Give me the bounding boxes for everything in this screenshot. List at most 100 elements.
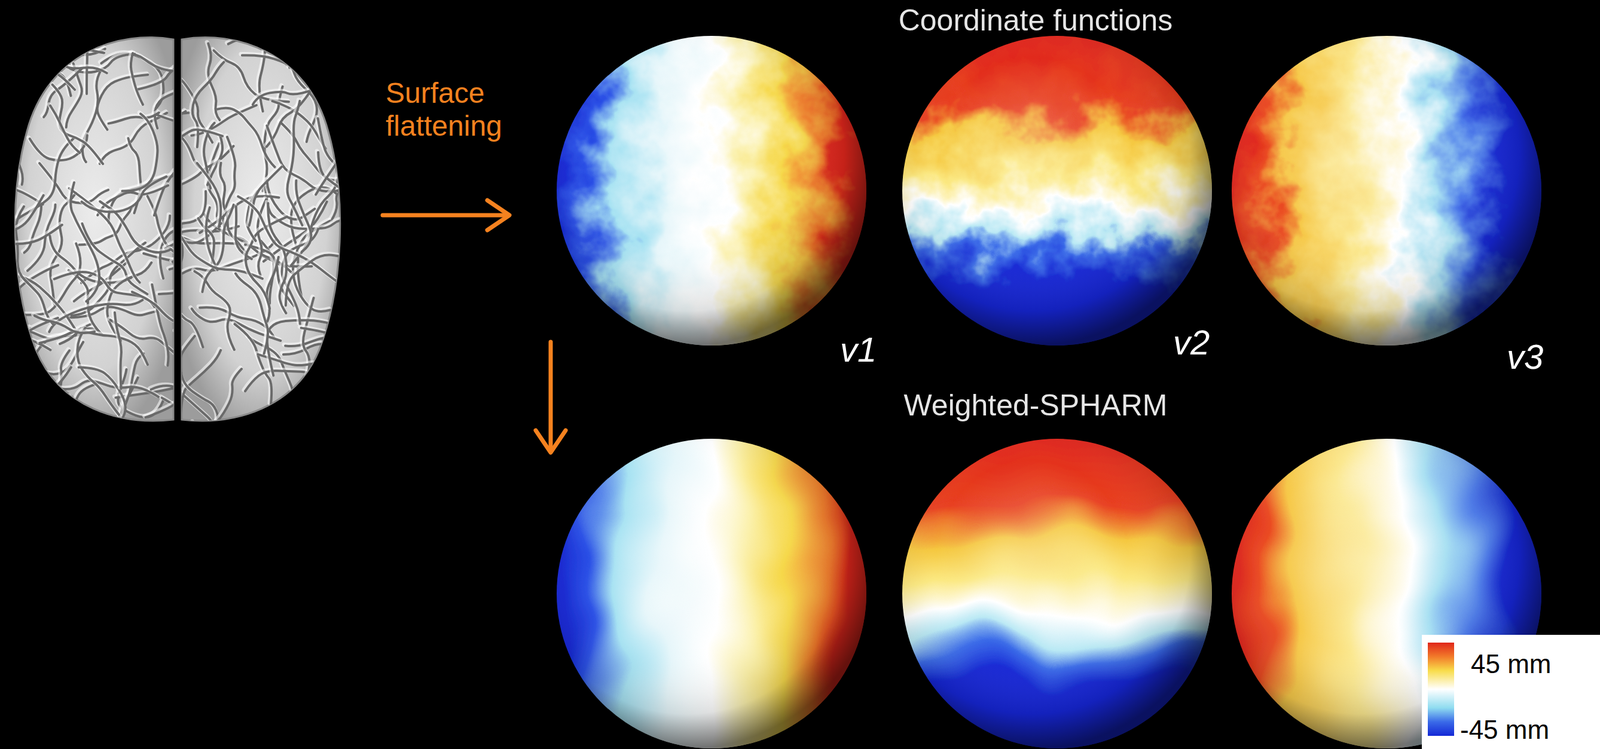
gyrus-highlight [111,110,185,126]
sulcus-line [303,297,314,381]
sulcus-line [295,180,311,252]
sulcus-line [285,255,377,306]
gyrus-highlight [142,53,188,114]
sulcus-line [283,343,378,365]
gyrus-highlight [11,367,36,467]
sulcus-line [282,228,319,325]
figure-label: v1 [840,330,877,371]
gyrus-highlight [101,234,182,301]
gyrus-highlight [329,376,422,409]
sphere-shading [1231,35,1542,346]
gyrus-highlight [53,270,154,307]
sulcus-line [26,367,72,428]
arrow-shaft [548,342,554,450]
gyrus-highlight [333,382,436,416]
figure-label: Coordinate functions [898,3,1174,39]
sulcus-line [206,207,218,270]
sulcus-line [245,370,326,392]
gyrus-highlight [302,6,369,40]
brain-surface [0,0,437,507]
gyrus-highlight [316,117,359,184]
sulcus-line [133,37,182,90]
sulcus-line [180,336,219,423]
sulcus-line [325,41,345,146]
gyrus-highlight [242,400,283,506]
gyrus-highlight [54,11,103,52]
sulcus-line [140,129,223,151]
gyrus-highlight [192,421,218,473]
sulcus-line [74,19,88,94]
sulcus-line [252,63,350,105]
sulcus-line [316,363,372,460]
sulcus-line [202,205,234,293]
figure-label: Weighted-SPHARM [904,388,1168,424]
sulcus-line [4,66,75,90]
sulcus-line [193,422,219,474]
gyrus-highlight [284,254,376,305]
sulcus-line [310,0,338,53]
gyrus-highlight [0,194,43,241]
colorbar [1427,642,1455,737]
sulcus-line [55,12,105,53]
colorbar-panel [1421,634,1600,749]
flattening-arrow [382,200,510,231]
sulcus-line [54,272,155,308]
gyrus-highlight [240,53,312,79]
gyrus-highlight [8,60,58,115]
sulcus-line [301,310,403,336]
gyrus-highlight [73,18,87,93]
gyrus-highlight [309,0,337,51]
sulcus-line [9,61,60,116]
sulci [101,0,437,507]
sulcus-line [266,257,279,322]
gyrus-highlight [0,397,49,445]
sulcus-line [108,113,160,124]
sulcus-line [70,397,95,453]
gyrus-highlight [324,40,344,145]
sulcus-line [285,337,338,347]
gyrus-highlight [10,87,41,184]
sulcus-line [0,195,44,242]
gyrus-highlight [180,392,216,481]
sulcus-line [52,405,107,432]
figure-label: v2 [1173,322,1210,363]
gyrus-highlight [315,362,371,458]
sulcus-line [41,417,47,476]
sulcus-line [117,377,149,472]
gyrus-highlight [266,319,331,375]
sulcus-line [243,401,284,507]
coordinate-color-field [1177,0,1596,400]
gyrus-highlight [330,414,370,501]
gyrus-highlight [40,416,45,475]
sulcus-line [291,148,357,266]
gyrus-highlight [0,355,27,421]
sulcus-line [0,216,63,244]
gyrus-highlight [330,132,357,219]
figure-label: 45 mm [1470,649,1551,680]
gyrus-highlight [50,404,106,430]
sphere-shading [902,35,1212,346]
gyrus-highlight [0,397,39,438]
sphere-shading [556,35,867,346]
gyrus-highlight [297,344,332,422]
figure-label: Surface flattening [385,76,545,143]
sulcus-line [313,30,332,93]
sulcus-line [114,312,122,389]
sulcus-line [214,50,290,102]
sulcus-line [235,273,268,354]
arrow-head [487,200,510,231]
sulcus-line [130,53,143,105]
coordinate-color-field [848,0,1266,400]
sulcus-line [0,398,50,447]
gyrus-highlight [251,62,349,104]
sphere-map [502,0,921,400]
gyrus-highlight [284,336,337,345]
gyrus-highlight [227,35,278,53]
sulcus-line [331,415,371,502]
gyrus-highlight [69,395,94,452]
gyrus-highlight [27,326,82,374]
sulcus-line [289,25,362,70]
gyrus-highlight [38,330,147,364]
sulcus-line [315,117,369,195]
